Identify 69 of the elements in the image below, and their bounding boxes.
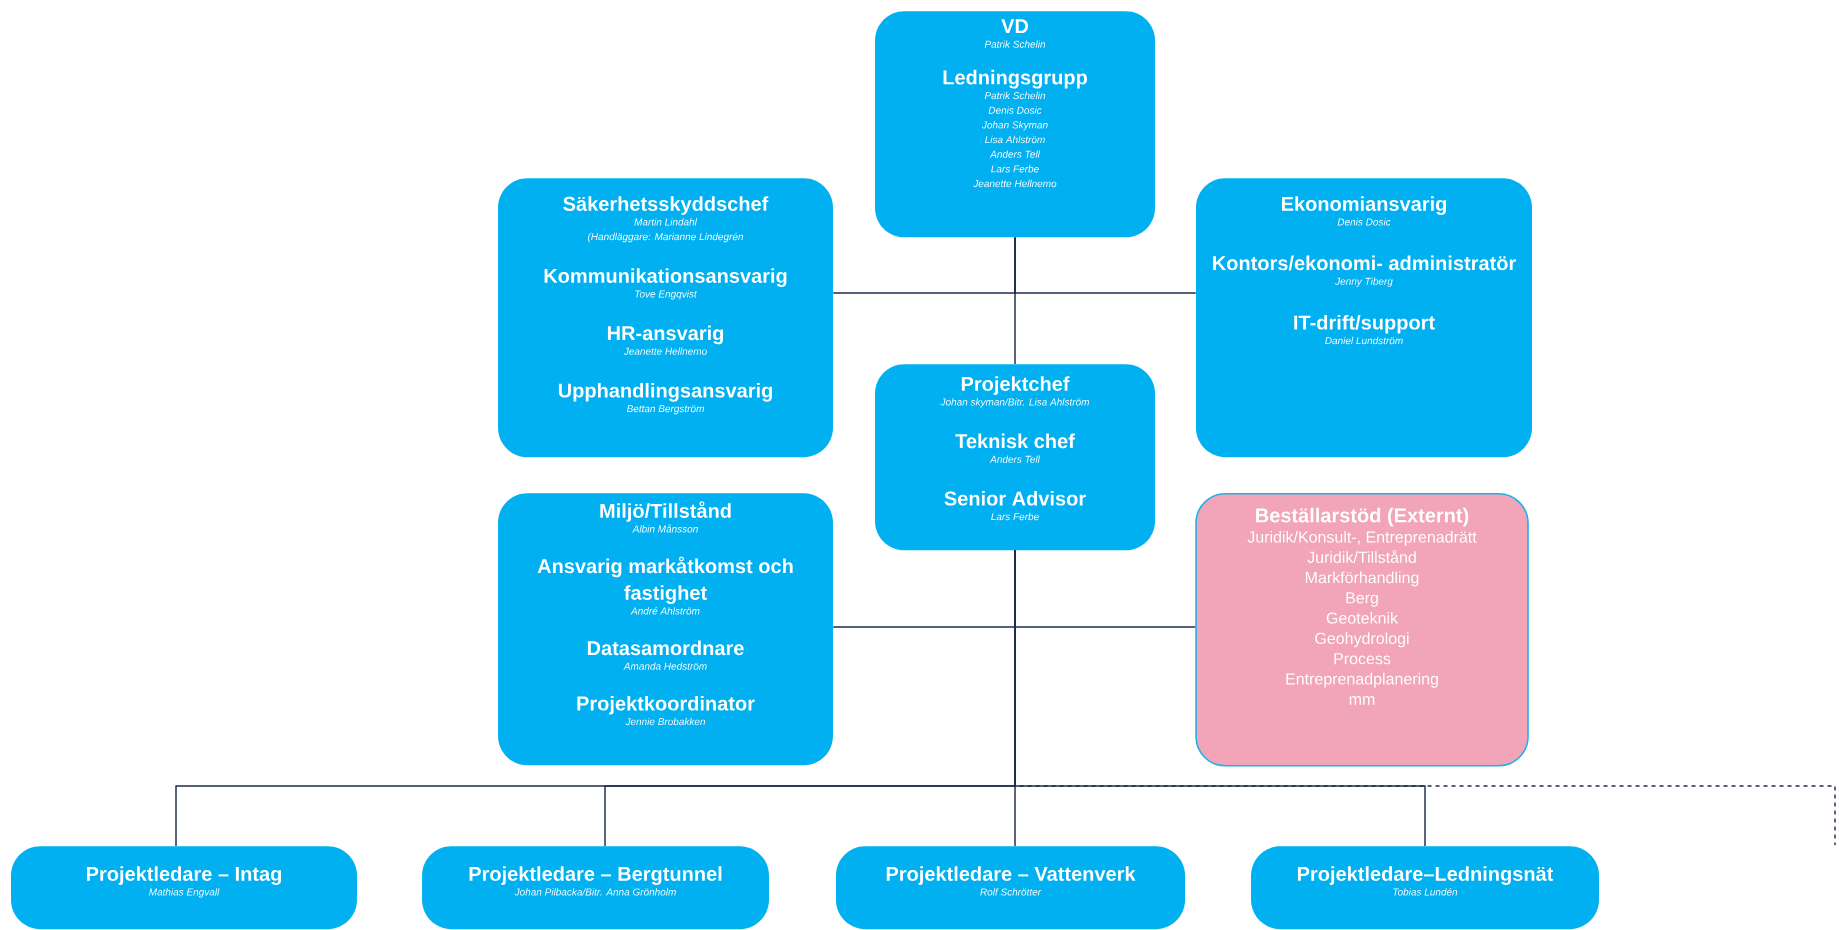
- person-name: Rolf Schrötter: [980, 888, 1042, 896]
- connector-line: [1014, 236, 1197, 294]
- person-name: Denis Dosic: [988, 106, 1042, 114]
- person-name: Lars Ferbe: [991, 165, 1039, 173]
- role-title: Projektledare – Intag: [87, 866, 281, 885]
- box-title: Beställarstöd (Externt): [1256, 507, 1469, 527]
- person-name: Tobias Lundén: [1393, 888, 1458, 896]
- person-name: Johan skyman/Bitr. Lisa Ahlström: [940, 398, 1089, 408]
- role-title: Miljö/Tillstånd: [600, 501, 731, 522]
- person-name: Denis Dosic: [1337, 218, 1391, 226]
- role-title: Kontors/ekonomi- administratör: [1213, 255, 1516, 271]
- org-box: [875, 11, 1155, 238]
- person-name: Johan Skyman: [981, 121, 1048, 131]
- role-title: Ledningsgrupp: [943, 69, 1087, 89]
- person-name: Jeanette Hellnemo: [623, 347, 707, 355]
- person-name: Lisa Ahlström: [985, 135, 1045, 144]
- person-name: Mathias Engvall: [149, 888, 220, 898]
- role-title: Kommunikationsansvarig: [544, 268, 787, 287]
- role-title: Datasamordnare: [587, 640, 744, 656]
- person-name: Patrik Schelin: [984, 40, 1046, 48]
- list-item: Geoteknik: [1326, 612, 1399, 624]
- org-box: [1195, 493, 1529, 767]
- person-name: Patrik Schelin: [984, 91, 1046, 100]
- role-title: Projektchef: [961, 376, 1070, 395]
- org-box: [875, 364, 1155, 551]
- person-name: Lars Ferbe: [991, 512, 1039, 521]
- person-name: Amanda Hedström: [623, 662, 707, 670]
- role-title: Upphandlingsansvarig: [558, 382, 772, 402]
- list-item: Process: [1334, 653, 1391, 665]
- person-name: Jennie Brobakken: [625, 717, 706, 726]
- role-title: Säkerhetsskyddschef: [563, 196, 769, 215]
- person-name: Tove Engqvist: [635, 290, 698, 300]
- person-name: Jenny Tiberg: [1335, 277, 1393, 287]
- list-item: Entreprenadplanering: [1286, 672, 1438, 688]
- role-title: Projektkoordinator: [577, 695, 755, 715]
- person-name: André Ahlström: [630, 607, 700, 615]
- org-box: [1251, 846, 1599, 930]
- role-title: IT-drift/support: [1294, 314, 1435, 334]
- person-name: Johan Pilbacka/Bitr. Anna Grönholm: [514, 888, 676, 896]
- list-item: mm: [1349, 696, 1375, 705]
- person-name: Martin Lindahl: [634, 218, 698, 226]
- role-title: HR-ansvarig: [607, 325, 724, 345]
- org-box: [422, 846, 769, 930]
- list-item: Berg: [1346, 592, 1378, 607]
- role-title: Projektledare – Bergtunnel: [469, 866, 722, 885]
- role-title: Ansvarig markåtkomst och fastighet: [537, 556, 793, 604]
- role-title: Projektledare – Vattenverk: [886, 866, 1136, 885]
- role-title: Projektledare–Ledningsnät: [1298, 866, 1554, 885]
- list-item: Juridik/Tillstånd: [1307, 549, 1416, 563]
- org-box: [1196, 178, 1532, 458]
- org-box: [11, 846, 357, 930]
- org-box: [498, 493, 833, 766]
- org-box: [498, 178, 833, 458]
- role-title: Teknisk chef: [955, 433, 1075, 449]
- list-item: Markförhandling: [1305, 571, 1419, 587]
- role-title: Ekonomiansvarig: [1282, 196, 1446, 215]
- role-title: VD: [1001, 19, 1029, 33]
- org-box: [836, 846, 1186, 930]
- list-item: Juridik/Konsult-, Entreprenadrätt: [1247, 530, 1477, 546]
- list-item: Geohydrologi: [1315, 632, 1409, 648]
- person-name: Daniel Lundström: [1325, 336, 1403, 345]
- person-name: Anders Tell: [989, 150, 1041, 158]
- person-name: Albin Månsson: [632, 524, 698, 533]
- person-name: Jeanette Hellnemo: [973, 179, 1057, 188]
- connector-line: [1014, 549, 1836, 846]
- person-name: Anders Tell: [989, 455, 1041, 463]
- person-name: Bettan Bergström: [626, 405, 704, 415]
- role-title: Senior Advisor: [944, 490, 1086, 506]
- person-name: (Handläggare: Marianne Lindegrén: [587, 232, 743, 243]
